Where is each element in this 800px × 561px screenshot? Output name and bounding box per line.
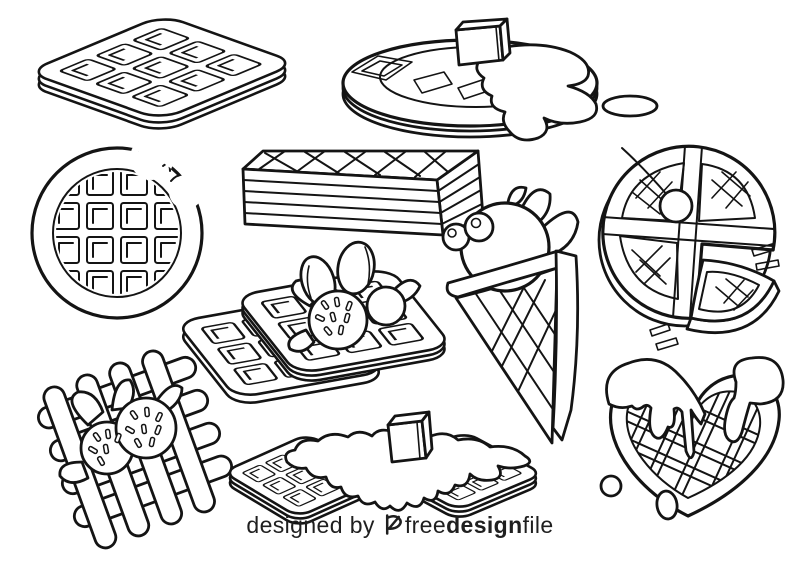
waffle-round-bitten <box>30 146 204 320</box>
waffle-slice <box>685 258 781 334</box>
waffle-stack-strawberries <box>176 240 452 406</box>
syrup-pool <box>475 43 599 142</box>
cone-rim <box>445 249 570 299</box>
syrup-drop <box>599 474 623 498</box>
syrup-drip-left <box>605 358 707 460</box>
strawberries <box>287 240 422 353</box>
waffle-cone-ice-cream <box>441 185 580 445</box>
cherry-stem <box>621 147 669 197</box>
cherry <box>658 188 694 224</box>
brand-design: design <box>446 512 523 538</box>
credit-line: designed by freedesignfile <box>0 512 800 541</box>
butter-cube <box>386 410 434 464</box>
waffle-pair-butter-syrup <box>221 410 545 529</box>
credit-prefix: designed by <box>246 512 375 538</box>
cone-edge <box>551 249 580 442</box>
butter-cube <box>454 17 512 67</box>
syrup-drip-right <box>723 356 785 444</box>
brand-file: file <box>522 512 554 538</box>
waffle-round-syrup-butter <box>341 17 659 142</box>
waffle-square-perspective <box>27 15 297 133</box>
waffle-lattice-strawberries <box>37 349 233 550</box>
waffle-heart-syrup <box>599 356 785 521</box>
leaf-icon <box>58 460 90 484</box>
freedesignfile-logo-icon <box>384 514 403 541</box>
leaf-icon <box>287 328 316 353</box>
accent-dashes <box>649 243 780 351</box>
waffle-pie-cherry <box>597 144 781 351</box>
leaf-icon <box>70 390 105 427</box>
waffle-stick-layered <box>241 149 485 237</box>
syrup-drop-puddle <box>601 94 659 118</box>
brand-free: free <box>404 512 447 538</box>
blueberries <box>441 211 495 252</box>
syrup-drop <box>655 489 679 521</box>
syrup-splat <box>284 427 532 512</box>
